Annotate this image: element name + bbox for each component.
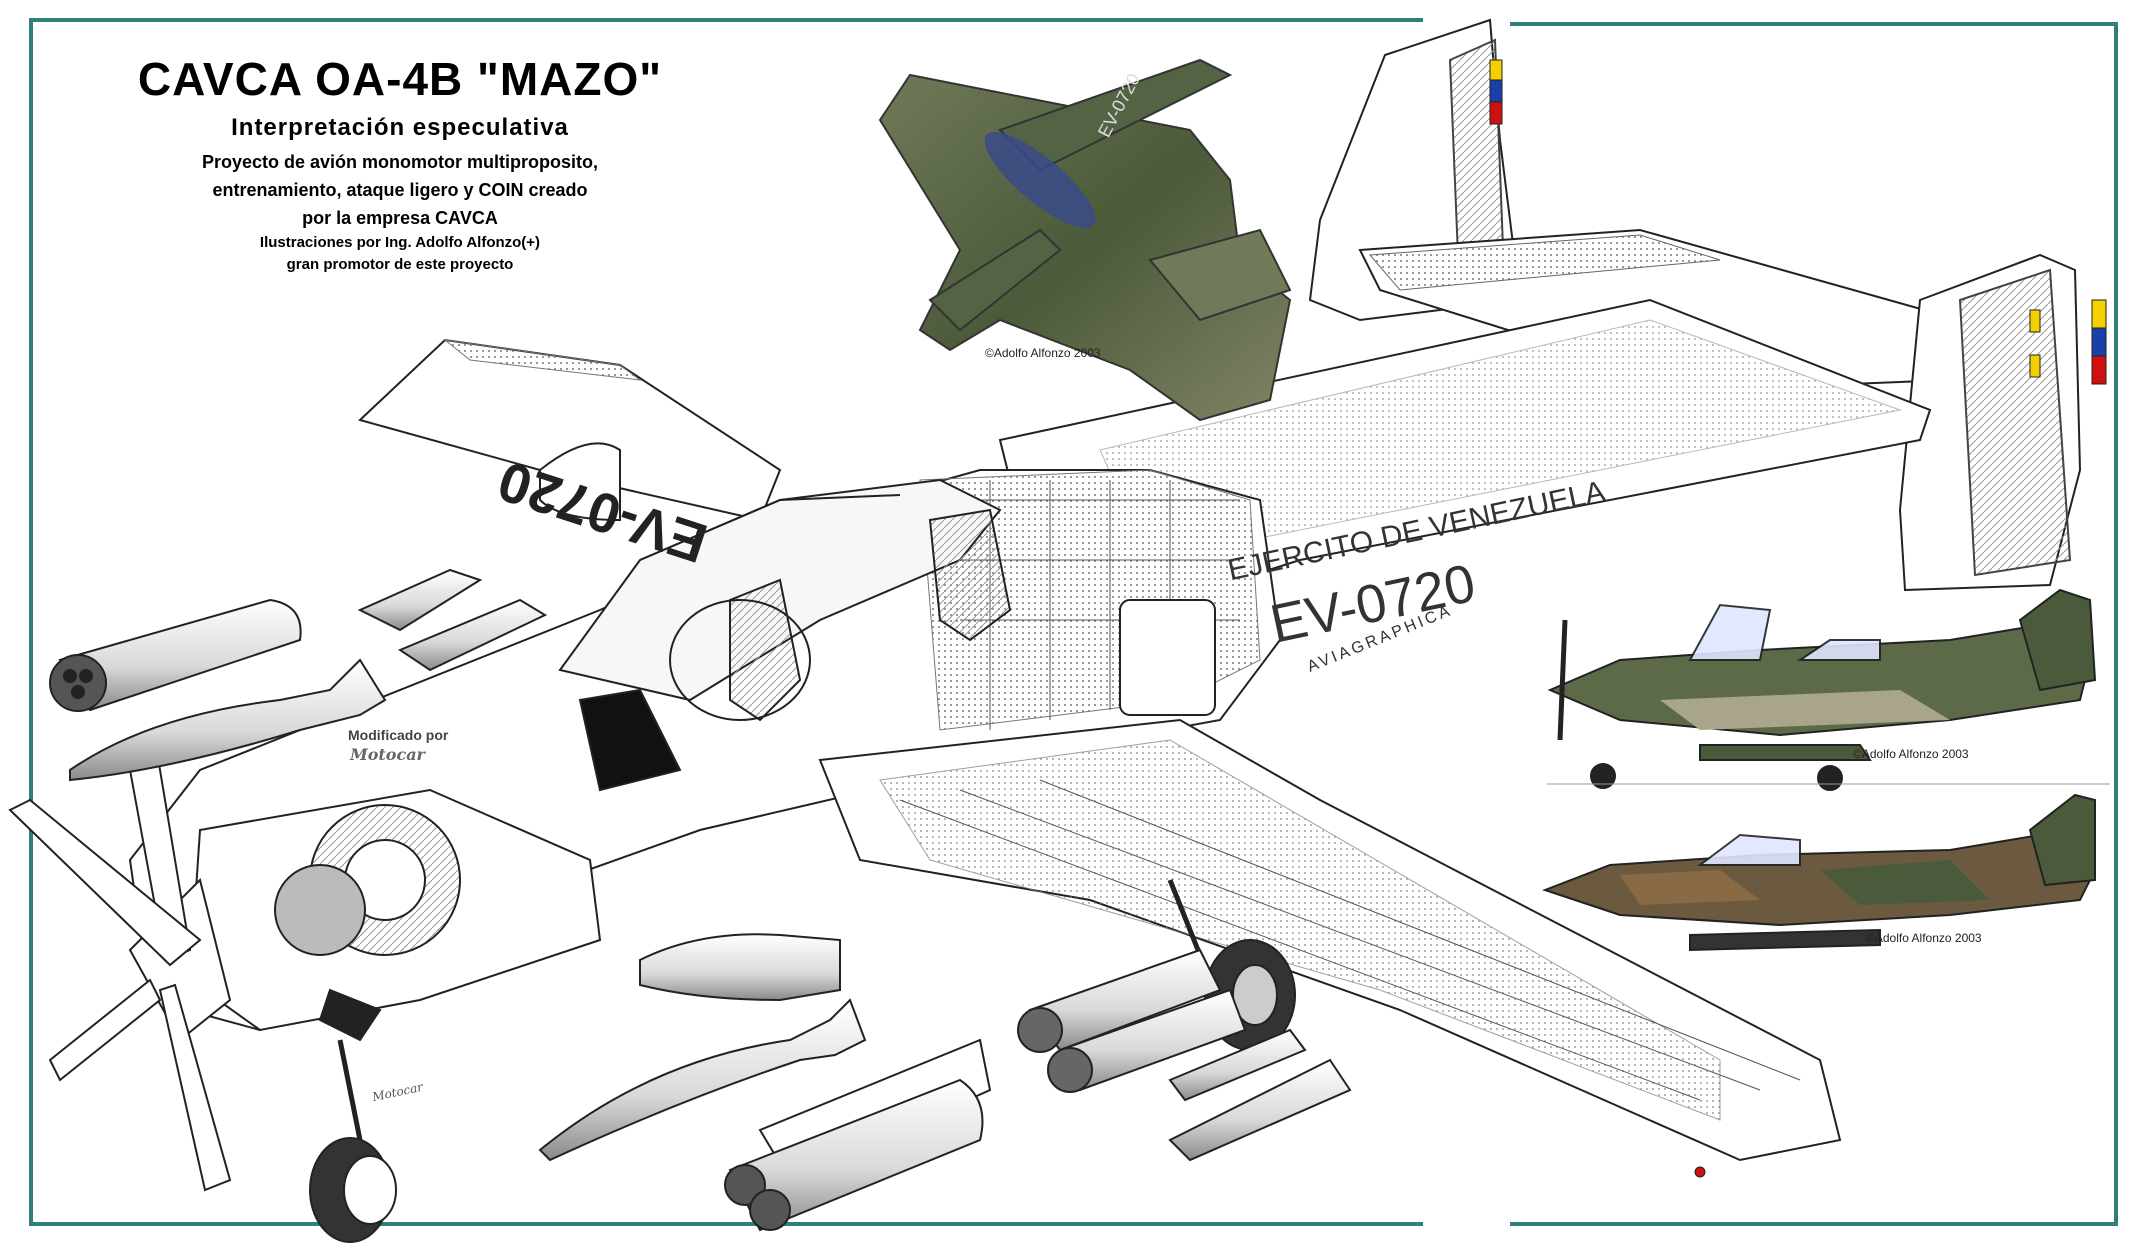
modified-by-label: Modificado por (348, 727, 449, 743)
credit-line-2: gran promotor de este proyecto (286, 256, 514, 273)
engine-bay (188, 788, 602, 1042)
bomb-2 (538, 998, 867, 1162)
canopy (558, 478, 1012, 792)
description-line-3: por la empresa CAVCA (302, 208, 498, 228)
propeller (8, 737, 232, 1192)
inset-side-1-copyright: ©Adolfo Alfonzo 2003 (1853, 747, 1969, 761)
rocket-pair-upper (357, 568, 548, 672)
title-block: CAVCA OA-4B "MAZO" Interpretación especu… (60, 52, 740, 276)
rocket-launcher (724, 1038, 992, 1232)
modified-by-name: Motocar (350, 745, 425, 764)
inset-top-view (878, 58, 1292, 422)
page-subtitle: Interpretación especulativa (231, 114, 569, 141)
inset-side-view-2 (1542, 793, 2097, 952)
cutaway-aircraft (8, 18, 2107, 1243)
frame-border-left (29, 18, 1423, 1226)
rocket-pods-wing (1017, 948, 1352, 1162)
inset-top-copyright: ©Adolfo Alfonzo 2003 (985, 346, 1101, 360)
description-line-1: Proyecto de avión monomotor multiproposi… (201, 152, 599, 172)
near-wing (818, 718, 1842, 1178)
page-title: CAVCA OA-4B "MAZO" (137, 53, 663, 105)
bomb-1 (69, 658, 387, 782)
description-line-2: entrenamiento, ataque ligero y COIN crea… (212, 180, 588, 200)
landing-gear (309, 879, 1296, 1243)
credit-line-1: Ilustraciones por Ing. Adolfo Alfonzo(+) (259, 234, 541, 251)
rocket-pod-left (49, 598, 302, 712)
inset-side-2-copyright: ©Adolfo Alfonzo 2003 (1866, 931, 1982, 945)
drop-tank (639, 933, 841, 1002)
inset-side-view-1 (1547, 588, 2110, 791)
wing-pod (539, 442, 621, 522)
frame-border-right (1510, 22, 2118, 1226)
ordnance-group (49, 568, 1352, 1232)
